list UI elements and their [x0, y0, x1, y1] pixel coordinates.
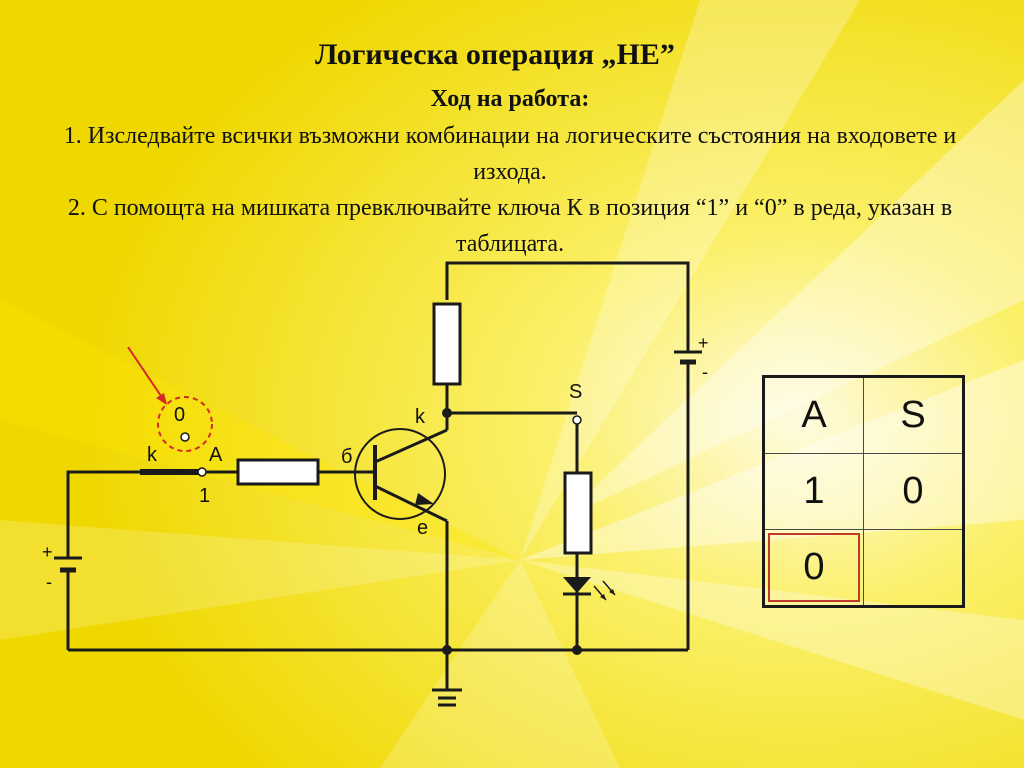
- switch-contact-0[interactable]: [180, 432, 190, 442]
- base-resistor: [236, 458, 320, 486]
- pointer-arrow: [127, 346, 167, 405]
- switch-k[interactable]: [140, 432, 207, 477]
- left-wire-top: [66, 470, 140, 558]
- header-output-s: S: [863, 376, 964, 454]
- input-battery: [54, 556, 82, 573]
- header-input-a: A: [763, 376, 864, 454]
- supply-plus-label: +: [698, 333, 709, 353]
- page-title: Логическа операция „НЕ”: [315, 38, 675, 71]
- switch-label: k: [147, 444, 158, 466]
- supply-minus-label: -: [702, 362, 708, 382]
- table-header-row: A S: [763, 376, 964, 454]
- transistor-symbol: [354, 428, 448, 523]
- top-wire: [445, 261, 690, 352]
- highlight-circle: [157, 396, 213, 452]
- instruction-step-2: 2. С помощта на мишката превключвайте кл…: [67, 195, 953, 257]
- instruction-step-1: 1. Изследвайте всички възможни комбинаци…: [63, 123, 957, 185]
- collector-label: k: [415, 406, 426, 428]
- ground-symbol: [432, 688, 462, 707]
- truth-table: A S 1 0 0: [762, 375, 965, 608]
- collector-resistor: [432, 302, 462, 386]
- procedure-heading: Ход на работа:: [430, 86, 590, 112]
- load-resistor: [563, 471, 593, 555]
- input-label: A: [209, 444, 223, 466]
- position-0-label: 0: [174, 404, 185, 426]
- wires: [66, 261, 690, 690]
- table-row: 1 0: [763, 453, 964, 530]
- base-label: б: [341, 446, 352, 468]
- battery-minus-label: -: [46, 572, 52, 592]
- battery-plus-label: +: [42, 542, 53, 562]
- table-row: 0: [763, 529, 964, 607]
- cell-a-row-1: 1: [763, 453, 864, 530]
- switch-contact-1[interactable]: [197, 467, 207, 477]
- cell-s-row-1: 0: [863, 453, 964, 530]
- cell-a-row-2: 0: [763, 529, 864, 607]
- instructions: 1. Изследвайте всички възможни комбинаци…: [40, 118, 980, 262]
- output-terminal: [572, 415, 582, 425]
- supply-battery: [674, 350, 702, 365]
- output-label: S: [569, 381, 582, 403]
- emitter-label: e: [417, 517, 428, 539]
- junctions: [442, 408, 582, 655]
- cell-s-row-2: [863, 529, 964, 607]
- position-1-label: 1: [199, 485, 210, 507]
- led-symbol: [563, 577, 616, 601]
